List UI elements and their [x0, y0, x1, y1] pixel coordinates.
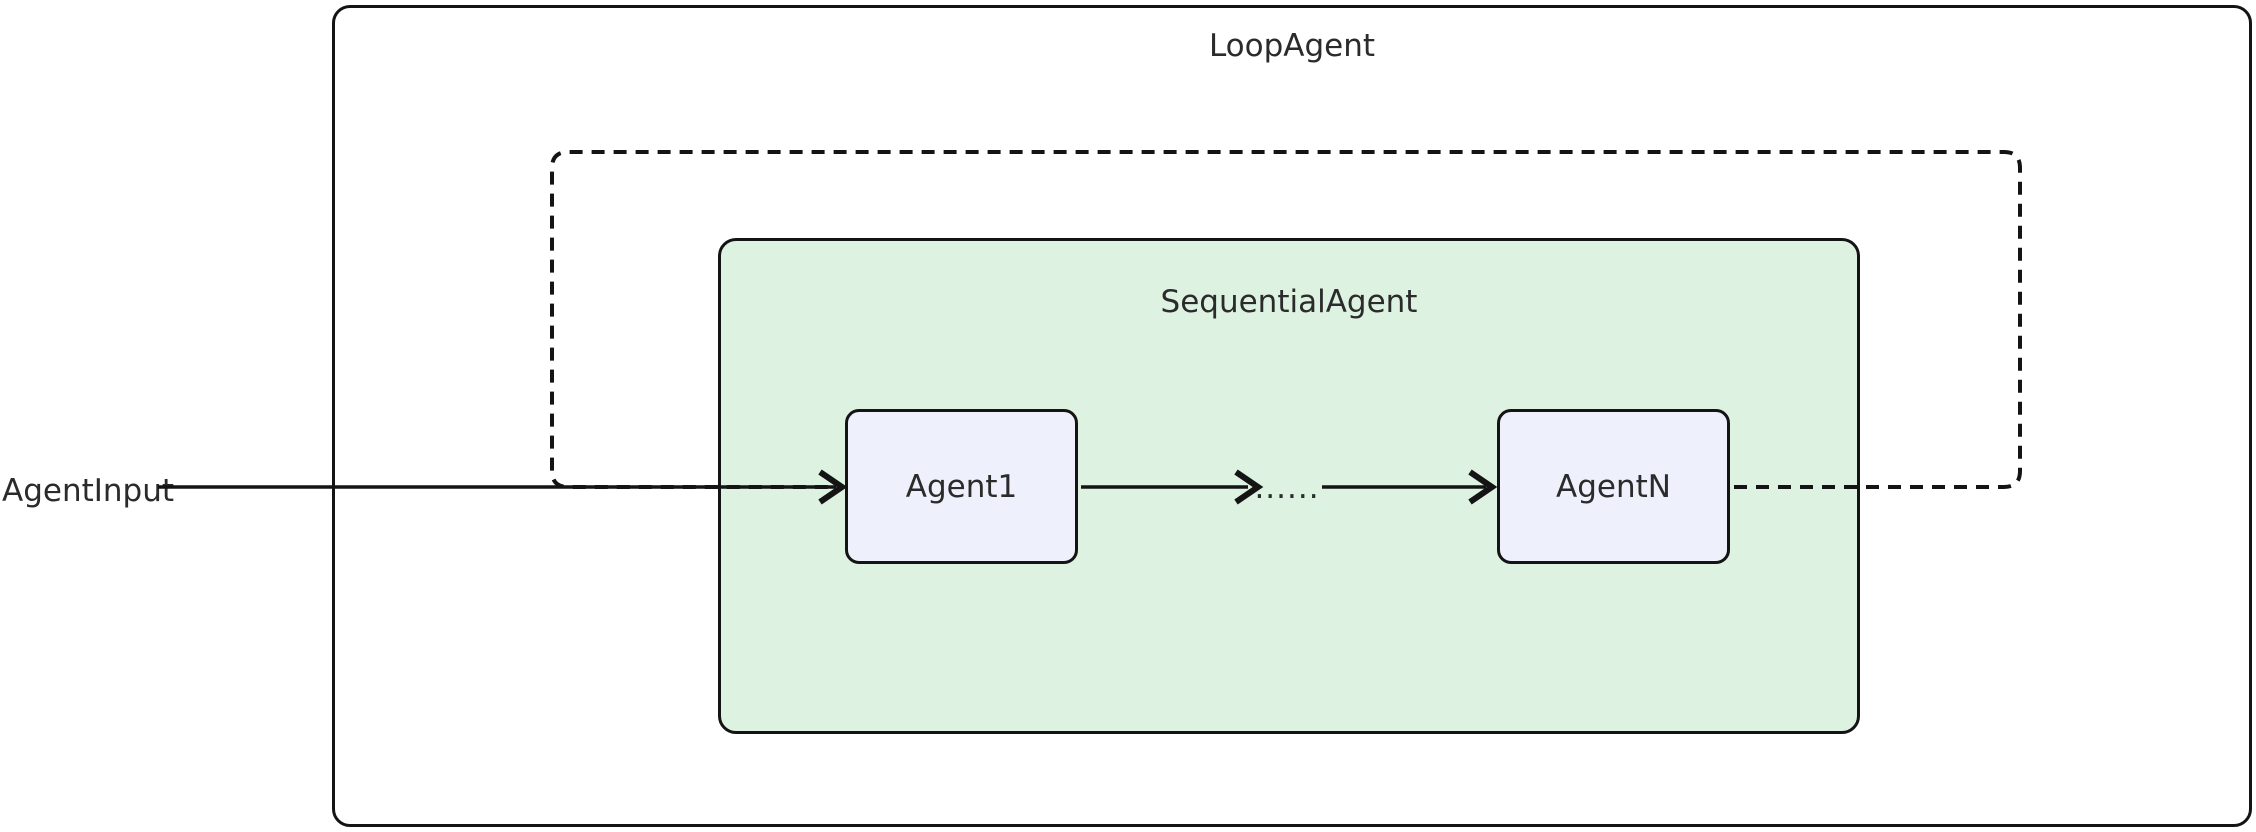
node-agentn-label: AgentN: [1556, 468, 1671, 505]
node-agentn: AgentN: [1497, 409, 1730, 564]
edge-dots-label: ......: [1254, 470, 1320, 506]
loop-agent-label: LoopAgent: [1208, 28, 1376, 64]
loop-agent-container: [332, 5, 2252, 827]
agent-input-label: AgentInput: [2, 473, 175, 509]
sequential-agent-label: SequentialAgent: [1160, 284, 1418, 320]
node-agent1-label: Agent1: [905, 468, 1018, 505]
node-agent1: Agent1: [845, 409, 1078, 564]
